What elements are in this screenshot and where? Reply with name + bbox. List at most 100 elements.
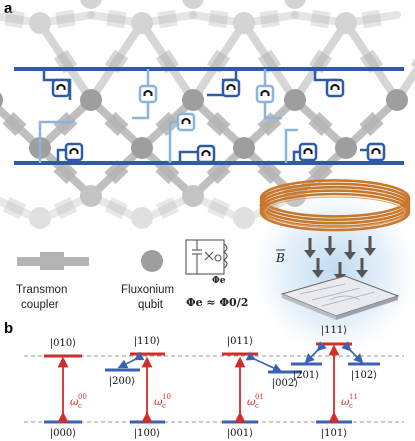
fluxonium-qubit-faint [284, 0, 306, 9]
coupler-pad [359, 112, 384, 136]
state-label: |002⟩ [272, 378, 298, 389]
coupler-pad [310, 9, 331, 29]
coupler-pad [155, 160, 180, 184]
frequency-label: ω [247, 396, 256, 408]
coupling-arrow [304, 341, 327, 364]
legend-transmon-icon [17, 252, 89, 270]
fluxonium-qubit-faint [131, 12, 153, 34]
frequency-label: ω [154, 396, 163, 408]
coupler-pad [206, 196, 231, 220]
coupler-pad [208, 9, 229, 29]
fluxonium-qubit-faint [80, 0, 102, 9]
frequency-label: ω [70, 396, 79, 408]
legend-transmon-line1: Transmon [16, 284, 67, 296]
resonator-junction [56, 84, 66, 90]
fluxonium-qubit [386, 89, 408, 111]
resonator-junction [371, 148, 381, 154]
coupler-pad [157, 9, 178, 29]
coupler-pad [257, 160, 282, 184]
state-label: |100⟩ [134, 428, 160, 439]
fluxonium-qubit [335, 137, 357, 159]
legend-fluxonium-line2: qubit [138, 299, 164, 311]
frequency-subscript: c [349, 402, 353, 410]
state-label: |111⟩ [321, 325, 347, 336]
resonator-junction [181, 118, 191, 124]
resonator-box [51, 78, 71, 98]
state-label: |102⟩ [351, 370, 377, 381]
state-label: |201⟩ [293, 370, 319, 381]
frequency-subscript: c [255, 402, 259, 410]
fluxonium-qubit [182, 185, 204, 207]
fluxonium-qubit [284, 89, 306, 111]
fluxonium-qubit [80, 185, 102, 207]
field-arrows [304, 236, 376, 282]
circuit-icon [185, 239, 228, 275]
state-label: |200⟩ [109, 376, 135, 387]
fluxonium-qubit [131, 137, 153, 159]
frequency-subscript: c [78, 402, 82, 410]
coupler-pad [53, 112, 78, 136]
frequency-superscript: 01 [255, 393, 264, 401]
coupler-pad [206, 160, 231, 184]
state-label: |011⟩ [227, 336, 253, 347]
resonator-junction [330, 84, 340, 90]
legend-transmon-line2: coupler [21, 299, 59, 311]
resonator-box [196, 144, 216, 164]
state-label: |101⟩ [321, 428, 347, 439]
resonator-box [221, 78, 241, 98]
coupler-pad [259, 9, 280, 29]
frequency-superscript: 10 [162, 393, 171, 401]
coupling-arrow [341, 341, 364, 364]
coupler-pad [104, 112, 129, 136]
fluxonium-qubit [80, 89, 102, 111]
fluxonium-qubit-faint [335, 12, 357, 34]
frequency-superscript: 00 [78, 393, 87, 401]
resonator-junction [143, 90, 153, 96]
readout-resonators [38, 69, 386, 164]
state-label: |010⟩ [50, 338, 76, 349]
resonator-wire [38, 120, 74, 163]
coupler-pad [106, 9, 127, 29]
resonator-junction [201, 150, 211, 156]
resonator-box [64, 142, 84, 162]
coupler-pad [308, 160, 333, 184]
coupler-pad [53, 160, 78, 184]
frequency-superscript: 11 [349, 393, 358, 401]
coupler-pad [4, 9, 25, 29]
coil-highlight [264, 196, 406, 228]
fluxonium-qubit-faint [131, 207, 153, 229]
coupler-pad [308, 112, 333, 136]
magnetic-coil [259, 179, 411, 232]
field-label: B [275, 251, 285, 265]
resonator-box [176, 112, 196, 132]
coupler-pad [206, 112, 231, 136]
resonator-junction [226, 84, 236, 90]
frequency-label: ω [341, 396, 350, 408]
coupler-pad [361, 9, 382, 29]
coupler-pad [155, 112, 180, 136]
coupling-arrow [117, 351, 145, 369]
coupling-arrow [245, 351, 283, 373]
coupler-link [393, 65, 415, 104]
fluxonium-qubit-faint [233, 207, 255, 229]
resonator-box [298, 142, 318, 162]
fluxonium-qubit [0, 92, 3, 108]
coil-turn [259, 179, 411, 218]
resonator-wire [284, 128, 298, 163]
state-label: |001⟩ [227, 428, 253, 439]
coupler-pad [53, 196, 78, 220]
flux-symbol: Φe [212, 276, 226, 286]
coupler-pad [104, 196, 129, 220]
fluxonium-qubit-faint [29, 207, 51, 229]
state-label: |110⟩ [134, 336, 160, 347]
frequency-subscript: c [162, 402, 166, 410]
fluxonium-qubit-faint [233, 12, 255, 34]
fluxonium-qubit [182, 89, 204, 111]
legend-fluxonium-line1: Fluxonium [121, 284, 174, 296]
coupler-pad [155, 196, 180, 220]
chip [280, 275, 400, 320]
coupler-pad [2, 196, 27, 220]
state-label: |000⟩ [50, 428, 76, 439]
fluxonium-qubits [0, 89, 408, 207]
panel-b-label: b [4, 320, 13, 337]
